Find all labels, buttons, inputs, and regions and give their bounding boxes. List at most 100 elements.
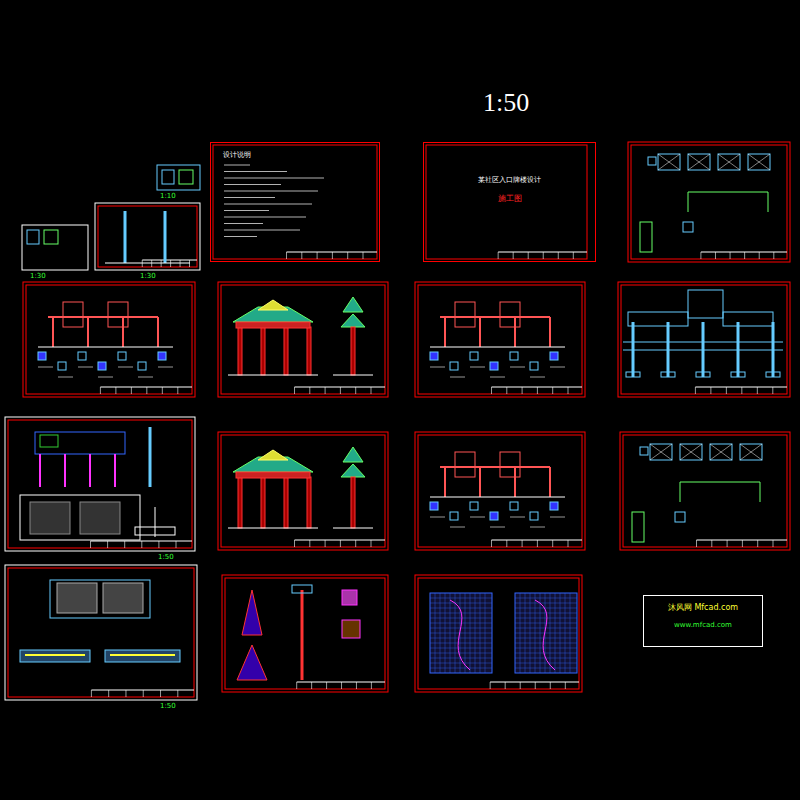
cad-rect <box>515 593 577 673</box>
cad-line <box>224 210 269 211</box>
cad-line <box>552 540 553 547</box>
cad-line <box>444 467 446 497</box>
cad-line <box>157 317 159 347</box>
cad-line <box>176 541 177 548</box>
cad-line <box>773 540 774 547</box>
cad-rect <box>98 362 106 370</box>
cad-line <box>177 690 178 697</box>
cad-line <box>742 540 743 547</box>
cad-rect <box>292 585 312 593</box>
cad-line <box>108 690 109 697</box>
cad-line <box>506 540 507 547</box>
cad-line <box>325 540 326 547</box>
cad-line <box>58 377 73 378</box>
cad-rect <box>221 285 385 394</box>
cad-line <box>515 663 577 664</box>
cad-line <box>650 444 672 460</box>
cad-rect <box>58 362 66 370</box>
cad-line <box>39 454 41 487</box>
cad-line <box>506 387 507 394</box>
cad-rect <box>661 372 675 377</box>
cad-line <box>658 154 680 170</box>
cad-line <box>700 252 701 259</box>
cad-line <box>543 252 544 259</box>
cad-line <box>224 178 324 179</box>
cad-rect <box>650 444 672 460</box>
cad-line <box>87 317 89 347</box>
cad-line <box>430 618 492 619</box>
cad-rect <box>640 222 652 252</box>
notes-sheet: 设计说明 <box>210 142 380 262</box>
roof <box>258 450 288 460</box>
scale-label: 1:30 <box>30 272 46 280</box>
cad-line <box>355 540 356 547</box>
cad-line <box>530 377 545 378</box>
cad-rect <box>26 285 192 394</box>
cad-line <box>347 252 348 259</box>
roof <box>341 314 365 327</box>
cad-rect <box>450 512 458 520</box>
cad-rect <box>105 650 180 662</box>
cad-line <box>301 590 304 680</box>
cad-rect <box>648 157 656 165</box>
scale-label: 1:30 <box>140 272 156 280</box>
cad-rect <box>470 352 478 360</box>
cad-line <box>695 387 696 394</box>
cad-rect <box>470 502 478 510</box>
cad-line <box>440 466 550 468</box>
cad-line <box>470 517 485 518</box>
cad-line <box>768 192 769 212</box>
cad-line <box>371 540 372 547</box>
sheet-heading: 沐风网 Mfcad.com <box>644 602 762 613</box>
cad-rect <box>766 372 780 377</box>
cad-line <box>490 527 505 528</box>
drawing-scale-title: 1:50 <box>483 88 529 118</box>
cad-rect <box>50 580 150 618</box>
cad-line <box>48 316 158 318</box>
cad-rect <box>530 512 538 520</box>
cad-line <box>105 263 190 264</box>
cad-line <box>228 528 318 529</box>
cad-rect <box>238 477 242 528</box>
cad-line <box>515 603 577 604</box>
cad-line <box>114 454 116 487</box>
cad-line <box>107 541 108 548</box>
cad-rect <box>284 327 288 375</box>
cad-rect <box>35 432 125 454</box>
cad-rect <box>640 447 648 455</box>
cad-line <box>301 252 302 259</box>
cad-line <box>341 682 342 689</box>
cad-rect <box>550 502 558 510</box>
cad-line <box>91 690 92 697</box>
cad-line <box>715 252 716 259</box>
cad-line <box>224 197 275 198</box>
cad-rect <box>236 322 310 328</box>
cad-rect <box>179 170 193 184</box>
cad-line <box>430 663 492 664</box>
cad-line <box>710 444 732 460</box>
cad-rect <box>221 435 385 547</box>
cad-line <box>695 387 787 388</box>
cad-rect <box>351 477 355 528</box>
cad-line <box>430 598 492 599</box>
cad-line <box>550 517 565 518</box>
cad-rect <box>430 352 438 360</box>
cad-line <box>430 668 492 669</box>
cad-line <box>78 367 93 368</box>
cad-line <box>696 540 697 547</box>
cad-rect <box>740 444 762 460</box>
cad-line <box>520 682 521 689</box>
cad-line <box>718 154 740 170</box>
cad-rect <box>261 327 265 375</box>
cad-line <box>688 154 710 170</box>
cad-line <box>757 387 758 394</box>
cad-line <box>430 648 492 649</box>
cad-line <box>124 211 127 263</box>
cad-line <box>688 192 768 193</box>
cad-rect <box>510 352 518 360</box>
cad-rect <box>415 282 585 397</box>
cad-line <box>718 154 740 170</box>
cad-line <box>177 387 178 394</box>
cad-rect <box>500 302 520 327</box>
